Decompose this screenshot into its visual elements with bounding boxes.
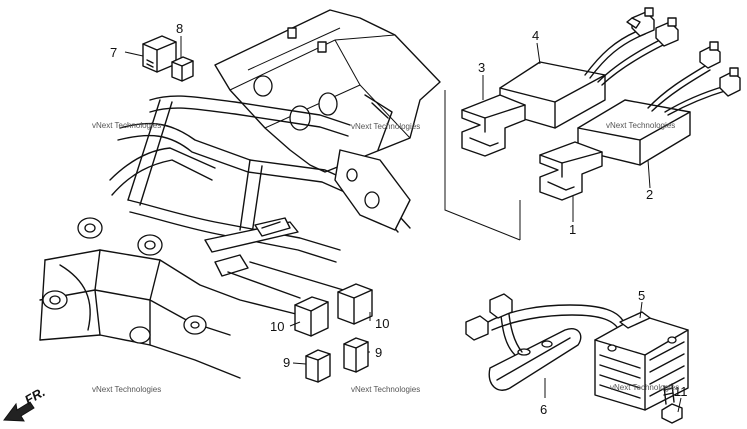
reference-lines — [444, 90, 521, 241]
part-8-cap — [171, 56, 194, 82]
callout-9-right: 9 — [375, 345, 382, 360]
watermark-5: vNext Technologies — [351, 385, 420, 394]
callout-8: 8 — [176, 21, 183, 36]
part-10-relays — [294, 283, 373, 337]
wire-harness — [465, 293, 626, 356]
part-2-module — [577, 41, 741, 166]
part-7-relay — [142, 35, 177, 73]
callout-labels: 7 8 4 3 1 2 5 6 11 10 10 9 9 — [110, 21, 688, 417]
part-11-bolt — [661, 383, 683, 424]
part-3-mount — [461, 94, 526, 157]
frame-assembly — [39, 9, 441, 379]
callout-11: 11 — [674, 384, 688, 399]
watermarks: vNext Technologies vNext Technologies vN… — [92, 121, 679, 394]
part-5-regulator — [594, 311, 689, 411]
front-direction-arrow: FR. — [3, 384, 48, 422]
part-1-mount — [539, 141, 603, 201]
callout-6: 6 — [540, 402, 547, 417]
callout-7: 7 — [110, 45, 117, 60]
callout-3: 3 — [478, 60, 485, 75]
arrow-icon — [3, 401, 35, 422]
callout-1: 1 — [569, 222, 576, 237]
callout-9-left: 9 — [283, 355, 290, 370]
callout-2: 2 — [646, 187, 653, 202]
watermark-4: vNext Technologies — [92, 385, 161, 394]
callout-4: 4 — [532, 28, 539, 43]
leader-lines — [124, 36, 682, 413]
callout-10-right: 10 — [375, 316, 389, 331]
part-6-cover — [488, 328, 582, 391]
watermark-2: vNext Technologies — [351, 122, 420, 131]
part-9-covers — [305, 337, 369, 383]
watermark-6: vNext Technologies — [610, 383, 679, 392]
watermark-3: vNext Technologies — [606, 121, 675, 130]
part-4-module — [499, 7, 679, 129]
callout-5: 5 — [638, 288, 645, 303]
callout-10-left: 10 — [270, 319, 284, 334]
watermark-1: vNext Technologies — [92, 121, 161, 130]
